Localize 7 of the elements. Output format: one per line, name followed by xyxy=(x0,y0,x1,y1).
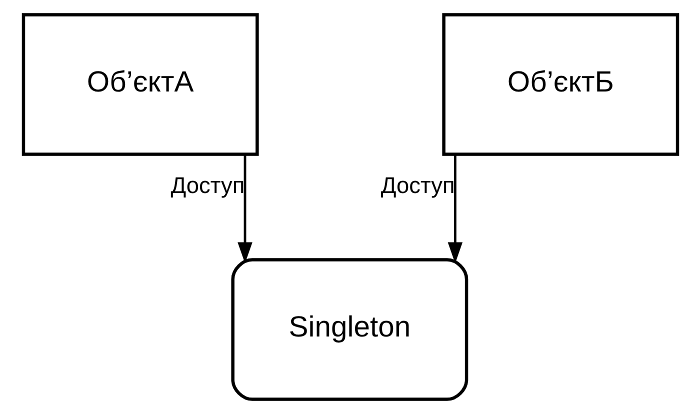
node-box: Singleton xyxy=(230,258,468,401)
node-box: Об’єктА xyxy=(21,13,258,156)
arrow xyxy=(237,154,252,264)
node-box: Об’єктБ xyxy=(442,13,679,156)
edge-label: Доступ xyxy=(170,172,244,198)
edge-label: Доступ xyxy=(380,172,454,198)
arrow xyxy=(447,154,462,264)
